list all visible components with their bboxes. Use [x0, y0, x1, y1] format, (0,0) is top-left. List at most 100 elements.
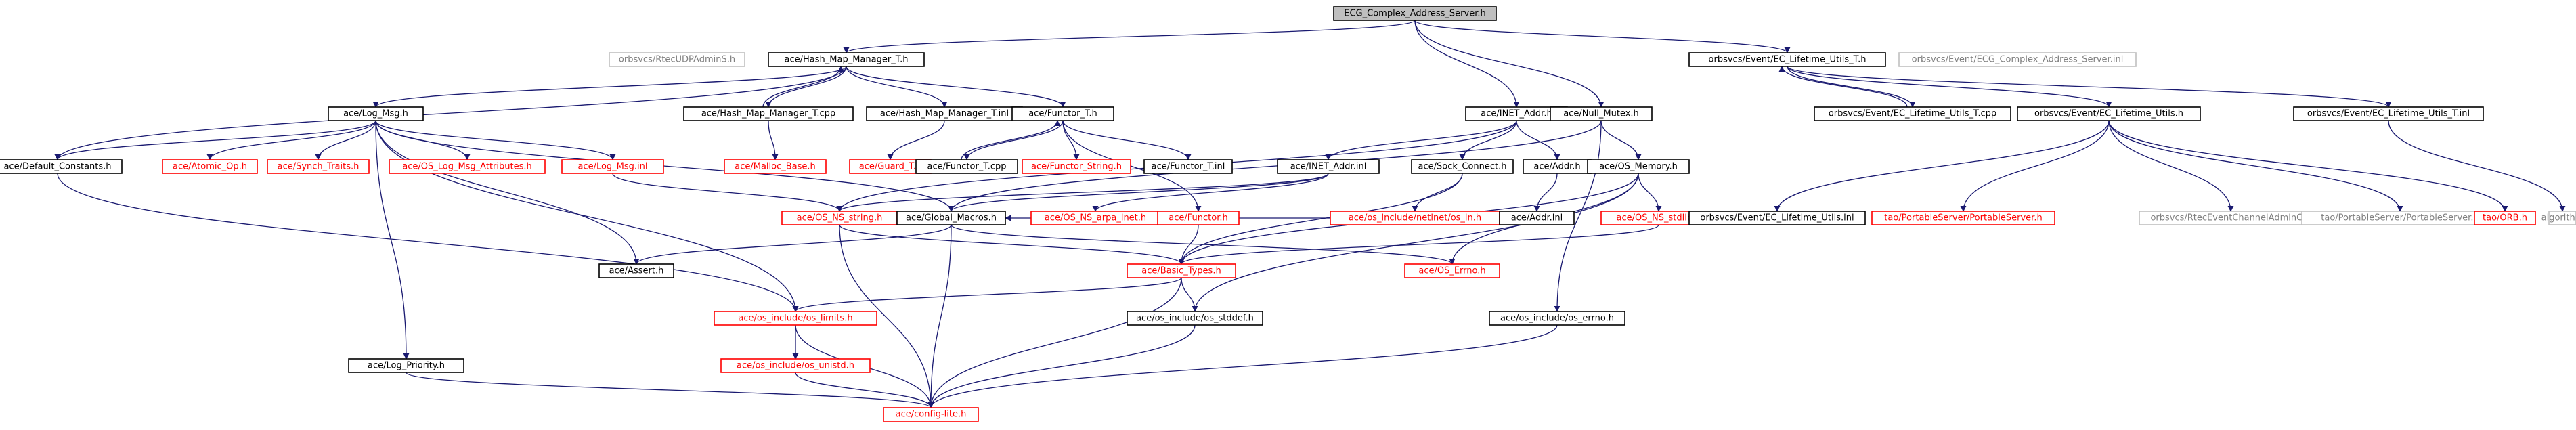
- node-ecltu_inl[interactable]: orbsvcs/Event/EC_Lifetime_Utils.inl: [1688, 211, 1866, 225]
- node-osmem[interactable]: ace/OS_Memory.h: [1587, 159, 1690, 174]
- node-label: orbsvcs/Event/EC_Lifetime_Utils.h: [2034, 109, 2183, 119]
- node-tao_pss[interactable]: tao/PortableServer/PortableServer.h: [1871, 211, 2055, 225]
- node-malloc[interactable]: ace/Malloc_Base.h: [724, 159, 827, 174]
- node-rtececa[interactable]: orbsvcs/RtecEventChannelAdminC.h: [2139, 211, 2323, 225]
- node-osnsstring[interactable]: ace/OS_NS_string.h: [781, 211, 898, 225]
- edge-ecltu_t-to-ecltucpp: [1787, 66, 1916, 108]
- node-label: ace/INET_Addr.h: [1481, 109, 1552, 119]
- node-label: tao/PortableServer/PortableServer.h: [2321, 213, 2479, 223]
- edge-ecltu-to-tao_orb: [2108, 120, 2508, 212]
- node-basictypes[interactable]: ace/Basic_Types.h: [1127, 263, 1236, 278]
- node-box: [1688, 52, 1886, 67]
- edge-osnsstdlib-to-basictypes: [1178, 224, 1659, 265]
- node-box: [1411, 159, 1514, 174]
- node-ecgcas_inl[interactable]: orbsvcs/Event/ECG_Complex_Address_Server…: [1898, 52, 2137, 67]
- node-guard[interactable]: ace/Guard_T.h: [849, 159, 932, 174]
- node-box: [348, 358, 464, 373]
- node-logprio[interactable]: ace/Log_Priority.h: [348, 358, 464, 373]
- node-label: ace/Assert.h: [609, 266, 664, 276]
- node-algorithm[interactable]: algorithm: [2541, 211, 2576, 225]
- node-synch[interactable]: ace/Synch_Traits.h: [267, 159, 370, 174]
- node-addr[interactable]: ace/Addr.h: [1523, 159, 1592, 174]
- node-label: tao/PortableServer/PortableServer.h: [1884, 213, 2042, 223]
- edge-functorcpp-to-functor_t: [961, 120, 1061, 160]
- node-functorinl[interactable]: ace/Functor_T.inl: [1143, 159, 1233, 174]
- node-tao_orb[interactable]: tao/ORB.h: [2474, 211, 2536, 225]
- edge-hmm-to-functor_t: [846, 66, 1066, 108]
- node-tao_pss2[interactable]: tao/PortableServer/PortableServer.h: [2301, 211, 2499, 225]
- node-assert[interactable]: ace/Assert.h: [598, 263, 674, 278]
- node-rtecudp[interactable]: orbsvcs/RtecUDPAdminS.h: [609, 52, 745, 67]
- node-oserrnoh[interactable]: ace/os_include/os_errno.h: [1489, 311, 1625, 326]
- edge-root-to-nullmutex: [1414, 20, 1604, 108]
- edge-inet-to-addr: [1516, 120, 1560, 160]
- node-nullmutex[interactable]: ace/Null_Mutex.h: [1550, 106, 1653, 121]
- node-box: [609, 52, 745, 67]
- node-ecltuinl[interactable]: orbsvcs/Event/EC_Lifetime_Utils_T.inl: [2293, 106, 2484, 121]
- node-box: [768, 52, 925, 67]
- node-label: ace/OS_NS_arpa_inet.h: [1045, 213, 1146, 223]
- node-box: [1022, 159, 1131, 174]
- node-oslogmsg[interactable]: ace/OS_Log_Msg_Attributes.h: [389, 159, 546, 174]
- node-osnsstdlib[interactable]: ace/OS_NS_stdlib.h: [1600, 211, 1717, 225]
- node-addrinl[interactable]: ace/Addr.inl: [1499, 211, 1575, 225]
- edge-functor_t-to-functorstr: [1062, 120, 1080, 160]
- node-hmmcpp[interactable]: ace/Hash_Map_Manager_T.cpp: [683, 106, 854, 121]
- node-ecltu_t[interactable]: orbsvcs/Event/EC_Lifetime_Utils_T.h: [1688, 52, 1886, 67]
- node-label: ace/Functor_String.h: [1031, 162, 1122, 172]
- node-inet[interactable]: ace/INET_Addr.h: [1465, 106, 1568, 121]
- node-label: ace/os_include/os_unistd.h: [737, 361, 854, 371]
- node-box: [2017, 106, 2201, 121]
- node-functorstr[interactable]: ace/Functor_String.h: [1022, 159, 1131, 174]
- node-osstddef[interactable]: ace/os_include/os_stddef.h: [1127, 311, 1263, 326]
- edge-root-to-inet: [1414, 20, 1520, 108]
- node-ecltucpp[interactable]: orbsvcs/Event/EC_Lifetime_Utils_T.cpp: [1814, 106, 2011, 121]
- edge-inetinl-to-globalmacros: [948, 173, 1329, 212]
- node-netinet[interactable]: ace/os_include/netinet/os_in.h: [1330, 211, 1500, 225]
- node-inetinl[interactable]: ace/INET_Addr.inl: [1277, 159, 1380, 174]
- node-logmsg[interactable]: ace/Log_Msg.h: [328, 106, 424, 121]
- node-root[interactable]: ECG_Complex_Address_Server.h: [1333, 6, 1497, 21]
- edge-logprio-to-configlite: [406, 372, 934, 408]
- node-box: [2548, 211, 2576, 225]
- edge-hmmcpp-to-hmm: [762, 66, 844, 108]
- edge-ecltuinl-to-algorithm: [2388, 120, 2566, 212]
- node-box: [883, 407, 979, 422]
- edge-basictypes-to-osstddef: [1181, 277, 1198, 312]
- node-box: [561, 159, 664, 174]
- node-osunistd[interactable]: ace/os_include/os_unistd.h: [720, 358, 871, 373]
- node-label: ace/OS_Log_Msg_Attributes.h: [402, 162, 531, 172]
- edge-hmminl-to-guard: [887, 120, 945, 160]
- node-globalmacros[interactable]: ace/Global_Macros.h: [896, 211, 1006, 225]
- edge-globalmacros-to-configlite: [927, 224, 952, 408]
- edge-ecltu-to-tao_pss2: [2108, 120, 2403, 212]
- node-configlite[interactable]: ace/config-lite.h: [883, 407, 979, 422]
- edge-nullmutex-to-osmem: [1600, 120, 1642, 160]
- edge-functor_t-to-functorcpp: [963, 120, 1064, 160]
- node-box: [915, 159, 1018, 174]
- node-sockconn[interactable]: ace/Sock_Connect.h: [1411, 159, 1514, 174]
- node-label: ace/os_include/netinet/os_in.h: [1349, 213, 1481, 223]
- edge-addr-to-addrinl: [1533, 173, 1558, 212]
- dependency-edges: [54, 20, 2566, 408]
- node-hmminl[interactable]: ace/Hash_Map_Manager_T.inl: [866, 106, 1023, 121]
- node-osnsarpa[interactable]: ace/OS_NS_arpa_inet.h: [1030, 211, 1160, 225]
- node-functor_t[interactable]: ace/Functor_T.h: [1011, 106, 1114, 121]
- node-box: [1277, 159, 1380, 174]
- node-hmm[interactable]: ace/Hash_Map_Manager_T.h: [768, 52, 925, 67]
- edge-hmm-to-logmsg: [372, 66, 847, 108]
- node-label: ace/Log_Msg.inl: [577, 162, 647, 172]
- node-atomic[interactable]: ace/Atomic_Op.h: [162, 159, 258, 174]
- node-oslimits[interactable]: ace/os_include/os_limits.h: [714, 311, 877, 326]
- node-logmsginl[interactable]: ace/Log_Msg.inl: [561, 159, 664, 174]
- node-oserrno[interactable]: ace/OS_Errno.h: [1404, 263, 1500, 278]
- node-functor[interactable]: ace/Functor.h: [1157, 211, 1240, 225]
- node-functorcpp[interactable]: ace/Functor_T.cpp: [915, 159, 1018, 174]
- node-label: ace/os_include/os_errno.h: [1500, 314, 1614, 324]
- node-defconst[interactable]: ace/Default_Constants.h: [0, 159, 123, 174]
- edge-root-to-hmm: [843, 20, 1416, 53]
- node-ecltu[interactable]: orbsvcs/Event/EC_Lifetime_Utils.h: [2017, 106, 2201, 121]
- edge-ecltu-to-rtececa: [2108, 120, 2234, 212]
- edge-defconst-to-oslimits: [57, 173, 799, 312]
- node-label: ace/Global_Macros.h: [906, 213, 997, 223]
